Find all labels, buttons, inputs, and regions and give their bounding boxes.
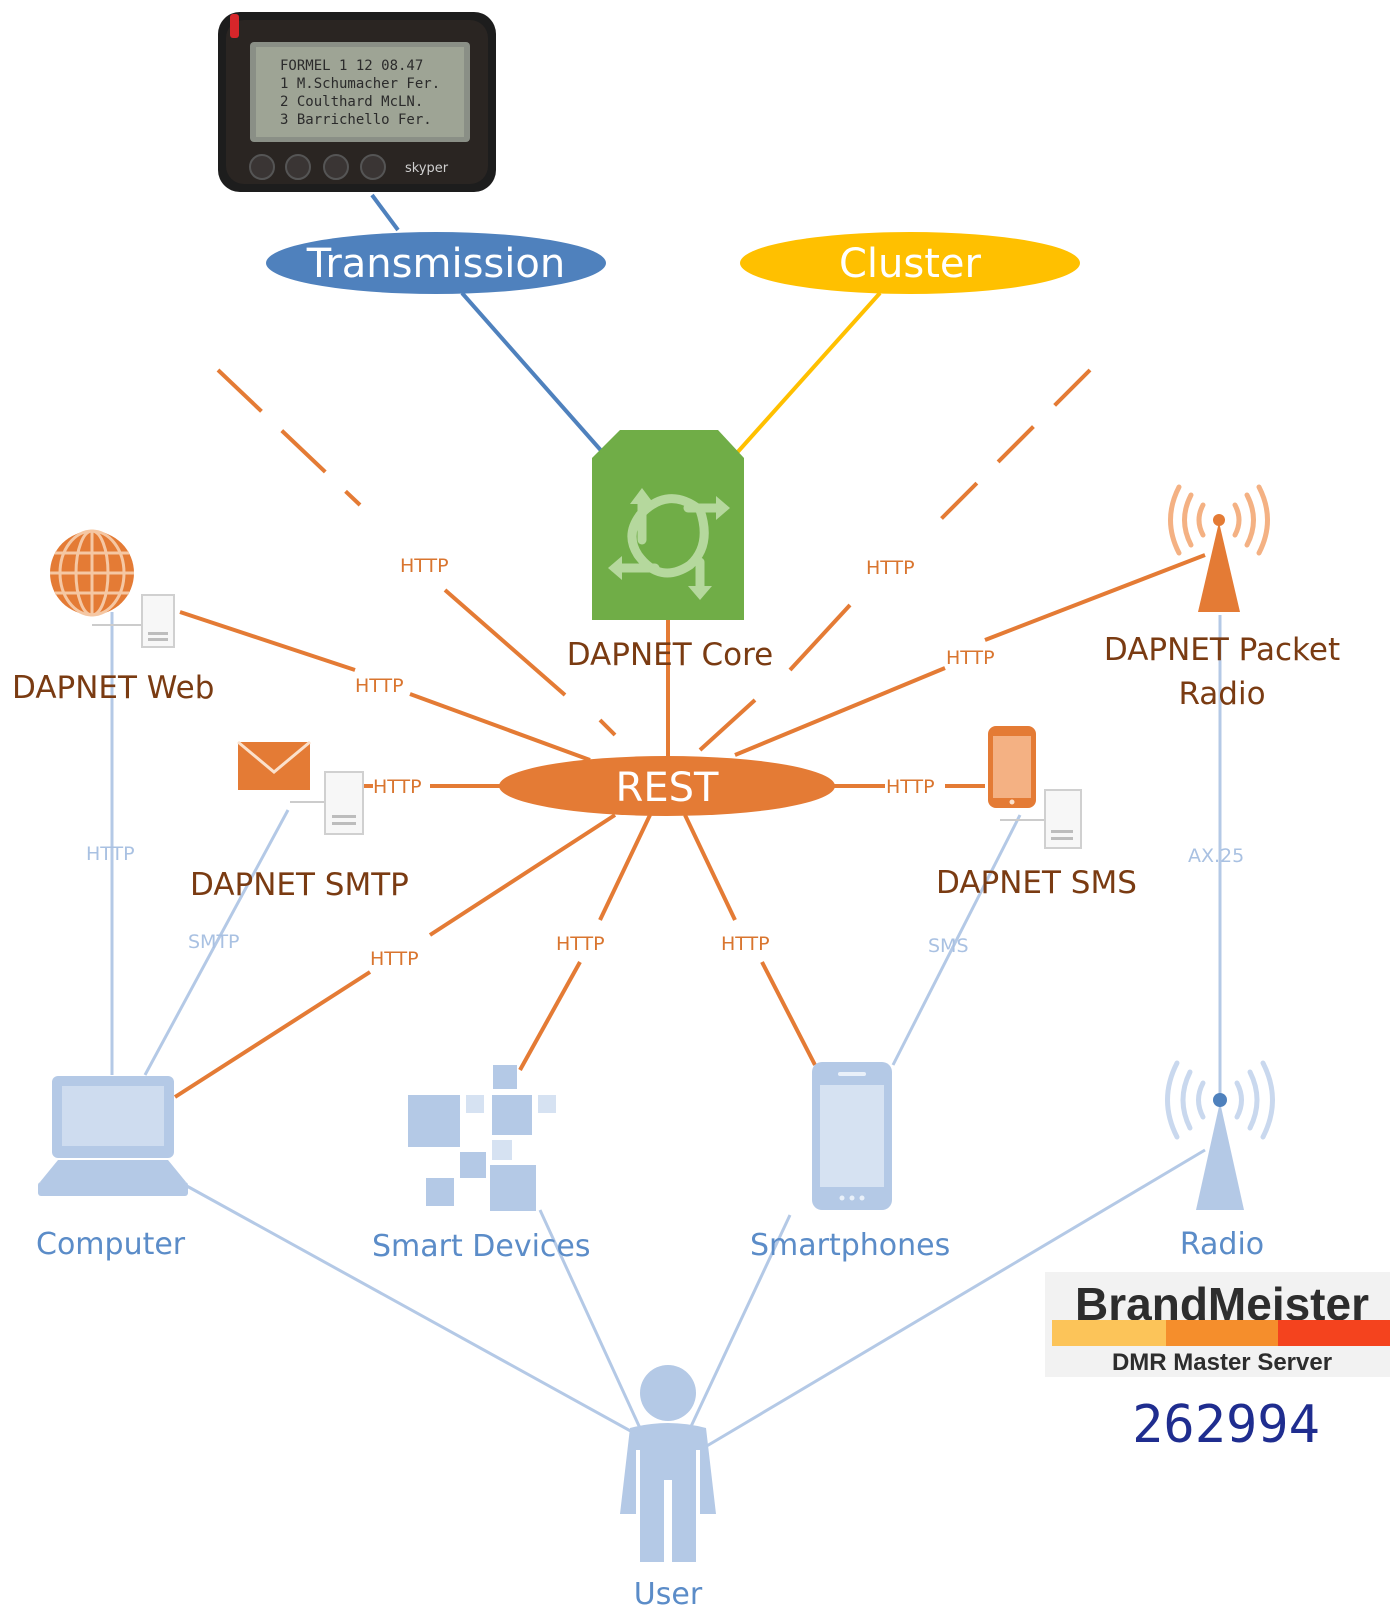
edge-label-smtp: SMTP [188, 931, 240, 953]
web-server-icon [92, 594, 175, 648]
transmission-label: Transmission [306, 241, 565, 287]
radio-antenna-icon [1165, 1060, 1275, 1210]
http-connectors [173, 368, 1206, 1099]
pager-lcd-line-4: 3 Barrichello Fer. [280, 112, 432, 128]
sms-label: DAPNET SMS [936, 865, 1137, 901]
client-edge-labels: HTTP SMTP SMS AX.25 [86, 843, 1244, 957]
edge-label-http-4: HTTP [946, 647, 995, 669]
edge-label-http-2: HTTP [866, 557, 915, 579]
smartphones-label: Smartphones [750, 1228, 950, 1263]
core-label: DAPNET Core [567, 637, 774, 673]
edge-label-http-5: HTTP [373, 776, 422, 798]
edge-label-http-7: HTTP [370, 948, 419, 970]
pager-link [370, 193, 400, 232]
edge-label-http-3: HTTP [355, 675, 404, 697]
edge-label-ax25: AX.25 [1188, 845, 1244, 867]
rest-node: REST [499, 756, 835, 816]
edge-label-http-1: HTTP [400, 555, 449, 577]
rest-label: REST [616, 765, 719, 811]
user-label: User [634, 1577, 703, 1609]
smtp-server-icon [290, 771, 364, 835]
cluster-label: Cluster [839, 241, 982, 287]
radio-label: Radio [1180, 1227, 1264, 1262]
edge-label-http-8: HTTP [556, 933, 605, 955]
smart-devices-label: Smart Devices [372, 1229, 591, 1264]
brandmeister-logo: BrandMeister DMR Master Server [1045, 1272, 1390, 1377]
envelope-icon [237, 740, 311, 790]
smartphone-icon [812, 1062, 892, 1210]
edge-label-http-9: HTTP [721, 933, 770, 955]
mobile-phone-icon [988, 726, 1036, 808]
edge-label-sms: SMS [928, 935, 969, 957]
edge-label-web-http: HTTP [86, 843, 135, 865]
packet-radio-label-line-1: DAPNET Packet [1104, 632, 1340, 668]
http-edge-labels: HTTP HTTP HTTP HTTP HTTP HTTP HTTP HTTP … [355, 555, 995, 970]
smart-devices-icon [408, 1065, 556, 1211]
cluster-link [733, 291, 882, 457]
transmission-link [460, 291, 607, 457]
pager-brand: skyper [405, 161, 449, 176]
smtp-label: DAPNET SMTP [190, 867, 409, 903]
pager-lcd-line-1: FORMEL 1 12 08.47 [280, 58, 423, 74]
client-connectors [110, 612, 1222, 1452]
packet-radio-label-line-2: Radio [1178, 676, 1265, 712]
pager-lcd-line-3: 2 Coulthard McLN. [280, 94, 423, 110]
dapnet-core-node: DAPNET Core [567, 430, 774, 673]
core-arrowheads [608, 488, 730, 600]
sms-server-icon [1000, 789, 1082, 849]
pager-lcd-line-2: 1 M.Schumacher Fer. [280, 76, 440, 92]
brandmeister-number: 262994 [1132, 1395, 1320, 1455]
web-label: DAPNET Web [12, 670, 214, 706]
packet-radio-antenna-icon [1168, 484, 1270, 612]
cluster-node: Cluster [740, 232, 1080, 294]
brandmeister-subtitle: DMR Master Server [1112, 1349, 1332, 1376]
laptop-icon [38, 1076, 188, 1196]
transmission-node: Transmission [266, 232, 606, 294]
user-icon [620, 1365, 716, 1562]
pager-device-icon: FORMEL 1 12 08.47 1 M.Schumacher Fer. 2 … [218, 12, 496, 192]
computer-label: Computer [36, 1227, 186, 1262]
edge-label-http-6: HTTP [886, 776, 935, 798]
globe-icon [50, 529, 134, 617]
